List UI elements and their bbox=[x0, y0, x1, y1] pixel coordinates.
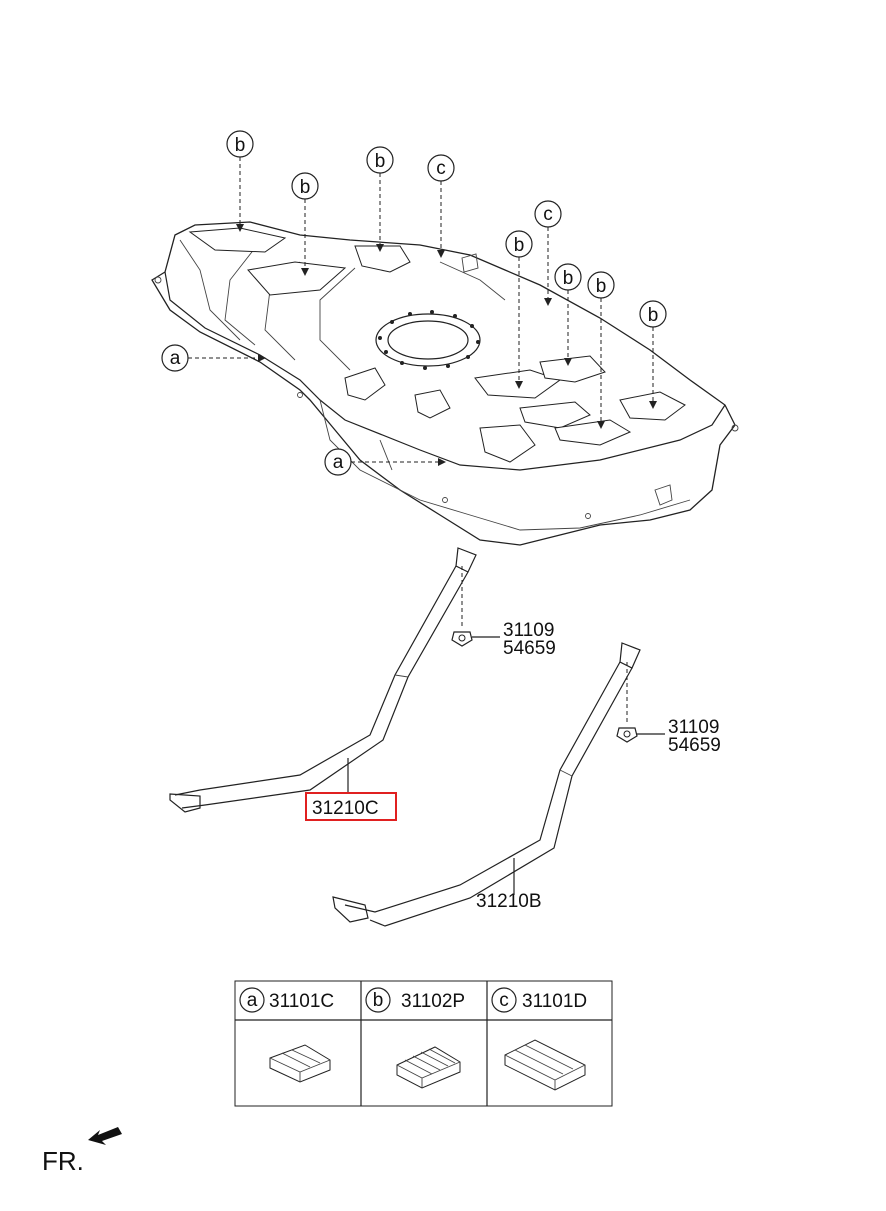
svg-text:b: b bbox=[514, 235, 525, 256]
svg-text:31210C: 31210C bbox=[312, 798, 379, 819]
callout-b-5: b bbox=[554, 263, 582, 366]
svg-text:31102P: 31102P bbox=[401, 991, 465, 1012]
callout-c-1: c bbox=[427, 154, 455, 258]
bolt-right: 31109 54659 bbox=[616, 662, 721, 756]
svg-text:a: a bbox=[333, 452, 344, 473]
svg-text:FR.: FR. bbox=[42, 1146, 84, 1176]
callout-b-4: b bbox=[505, 230, 533, 389]
svg-text:b: b bbox=[563, 268, 574, 289]
svg-text:54659: 54659 bbox=[668, 735, 721, 756]
svg-text:31109: 31109 bbox=[668, 717, 719, 738]
svg-text:a: a bbox=[247, 990, 258, 1011]
svg-text:b: b bbox=[375, 151, 386, 172]
svg-text:31101C: 31101C bbox=[269, 991, 334, 1012]
svg-text:a: a bbox=[170, 348, 181, 369]
strap-31210c bbox=[169, 547, 477, 813]
tank-callouts: b b b c c b b bbox=[161, 130, 667, 476]
callout-b-6: b bbox=[587, 271, 615, 429]
legend-item-c: c 31101D bbox=[491, 987, 587, 1091]
legend-item-b: b 31102P bbox=[365, 987, 465, 1089]
front-direction-indicator: FR. bbox=[42, 1127, 122, 1176]
legend-table: a 31101C b 31102P c 31101D bbox=[234, 980, 613, 1107]
svg-text:b: b bbox=[235, 135, 246, 156]
pad-a-icon bbox=[269, 1044, 331, 1083]
svg-text:c: c bbox=[543, 204, 553, 225]
pad-b-icon bbox=[396, 1046, 461, 1089]
svg-text:31109: 31109 bbox=[503, 620, 554, 641]
svg-text:54659: 54659 bbox=[503, 638, 556, 659]
strap-31210b bbox=[332, 642, 641, 927]
pad-c-icon bbox=[504, 1039, 586, 1091]
callout-b-3: b bbox=[366, 146, 394, 252]
svg-text:31101D: 31101D bbox=[522, 991, 587, 1012]
label-31210b[interactable]: 31210B bbox=[476, 891, 542, 912]
callout-b-7: b bbox=[639, 300, 667, 409]
callout-b-2: b bbox=[291, 172, 319, 276]
svg-text:b: b bbox=[648, 305, 659, 326]
svg-text:31210B: 31210B bbox=[476, 891, 542, 912]
callout-a-2: a bbox=[324, 448, 446, 476]
svg-text:b: b bbox=[373, 990, 384, 1011]
svg-text:b: b bbox=[596, 276, 607, 297]
svg-text:c: c bbox=[436, 158, 446, 179]
fuel-tank bbox=[151, 221, 739, 546]
callout-b-1: b bbox=[226, 130, 254, 232]
bolt-left: 31109 54659 bbox=[451, 566, 556, 659]
callout-c-2: c bbox=[534, 200, 562, 306]
front-arrow-icon bbox=[88, 1127, 122, 1145]
label-31210c[interactable]: 31210C bbox=[305, 792, 397, 821]
callout-a-1: a bbox=[161, 344, 266, 372]
legend-item-a: a 31101C bbox=[239, 987, 334, 1083]
svg-text:b: b bbox=[300, 177, 311, 198]
svg-text:c: c bbox=[499, 990, 509, 1011]
